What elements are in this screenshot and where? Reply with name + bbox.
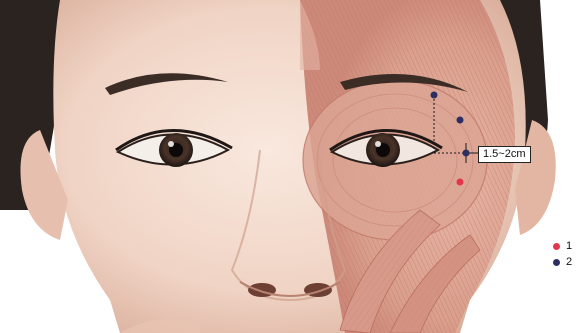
acupoint-2-middle-marker	[457, 117, 464, 124]
legend-label-1: 1	[566, 238, 572, 254]
acupoint-2-upper-marker	[431, 92, 438, 99]
measurement-label: 1.5~2cm	[478, 146, 531, 163]
point-legend: 1 2	[553, 238, 581, 270]
red-dot-icon	[553, 243, 560, 250]
legend-item-1: 1	[553, 238, 581, 254]
acupoint-1-marker	[457, 179, 464, 186]
navy-dot-icon	[553, 259, 560, 266]
acupoint-2-lateral-marker	[463, 150, 470, 157]
legend-label-2: 2	[566, 254, 572, 270]
legend-item-2: 2	[553, 254, 581, 270]
